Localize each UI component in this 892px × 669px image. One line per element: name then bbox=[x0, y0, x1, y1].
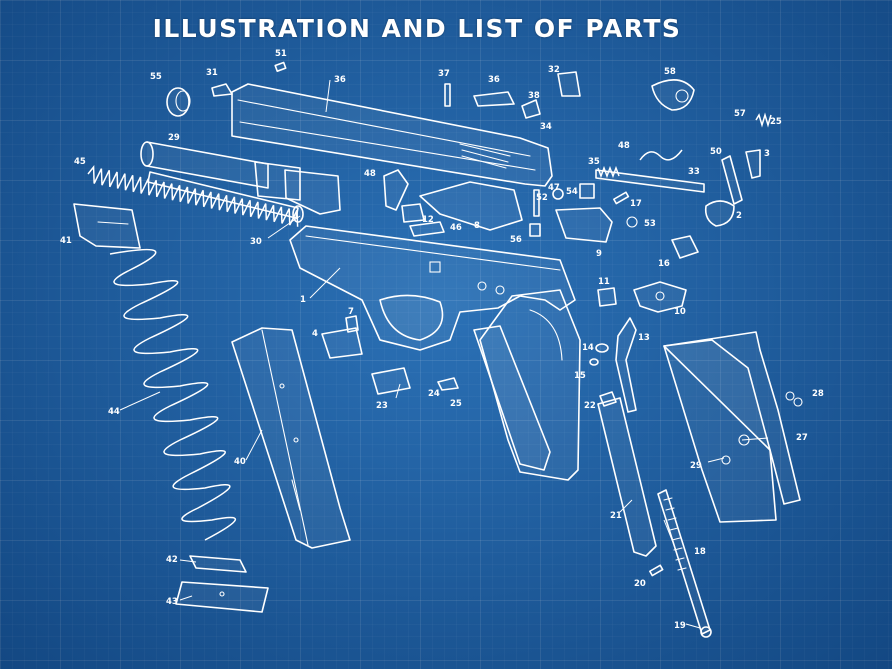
part-number-1: 1 bbox=[300, 295, 306, 305]
part-number-54: 54 bbox=[566, 187, 578, 197]
part-number-41: 41 bbox=[60, 236, 72, 246]
part-number-25-mid: 25 bbox=[450, 399, 462, 409]
part-labels: 36 51 31 55 29 45 30 41 37 36 38 34 32 5… bbox=[60, 49, 824, 631]
magazine-part bbox=[231, 327, 351, 549]
part-number-55: 55 bbox=[150, 72, 162, 82]
part-number-2: 2 bbox=[736, 211, 742, 221]
leader-lines bbox=[119, 79, 769, 629]
part-number-3: 3 bbox=[764, 149, 770, 159]
part-number-23: 23 bbox=[376, 401, 388, 411]
part-number-36-b: 36 bbox=[488, 75, 500, 85]
part-number-4: 4 bbox=[312, 329, 318, 339]
grip-frame-part bbox=[473, 289, 581, 481]
part-number-34: 34 bbox=[540, 122, 552, 132]
part-number-30: 30 bbox=[250, 237, 262, 247]
part-number-11: 11 bbox=[598, 277, 610, 287]
part-number-47: 47 bbox=[548, 183, 560, 193]
part-number-53: 53 bbox=[644, 219, 656, 229]
part-number-15: 15 bbox=[574, 371, 586, 381]
part-number-38: 38 bbox=[528, 91, 540, 101]
diagram-title: ILLUSTRATION AND LIST OF PARTS bbox=[152, 14, 682, 43]
hammer-strut-part bbox=[657, 489, 712, 638]
guide-rod-part bbox=[147, 171, 304, 223]
part-number-56: 56 bbox=[510, 235, 522, 245]
frame-part bbox=[289, 225, 576, 351]
part-number-43: 43 bbox=[166, 597, 178, 607]
part-number-29-right: 29 bbox=[690, 461, 702, 471]
follower-part bbox=[73, 203, 141, 249]
part-number-18: 18 bbox=[694, 547, 706, 557]
part-number-28: 28 bbox=[812, 389, 824, 399]
part-number-10: 10 bbox=[674, 307, 686, 317]
part-number-48-mid: 48 bbox=[364, 169, 376, 179]
mainspring-part bbox=[597, 317, 657, 557]
part-number-13: 13 bbox=[638, 333, 650, 343]
part-number-45: 45 bbox=[74, 157, 86, 167]
part-number-12: 12 bbox=[422, 215, 434, 225]
part-number-44: 44 bbox=[108, 407, 120, 417]
part-number-24: 24 bbox=[428, 389, 440, 399]
part-number-37: 37 bbox=[438, 69, 450, 79]
part-number-21: 21 bbox=[610, 511, 622, 521]
part-number-50: 50 bbox=[710, 147, 722, 157]
part-number-51: 51 bbox=[275, 49, 287, 59]
part-number-27: 27 bbox=[796, 433, 808, 443]
part-number-19: 19 bbox=[674, 621, 686, 631]
part-number-8: 8 bbox=[474, 221, 480, 231]
part-number-20: 20 bbox=[634, 579, 646, 589]
part-number-46: 46 bbox=[450, 223, 462, 233]
recoil-spring-part bbox=[87, 164, 299, 227]
part-number-7: 7 bbox=[348, 307, 354, 317]
part-number-48-top: 48 bbox=[618, 141, 630, 151]
floorplate-part bbox=[175, 555, 269, 613]
part-number-31: 31 bbox=[206, 68, 218, 78]
grip-panel-part bbox=[663, 331, 801, 523]
part-number-35: 35 bbox=[588, 157, 600, 167]
part-number-40: 40 bbox=[234, 457, 246, 467]
part-number-32: 32 bbox=[548, 65, 560, 75]
part-number-25-top: 25 bbox=[770, 117, 782, 127]
slide-part bbox=[231, 83, 553, 187]
part-number-29-top: 29 bbox=[168, 133, 180, 143]
part-number-9: 9 bbox=[596, 249, 602, 259]
part-number-14: 14 bbox=[582, 343, 594, 353]
part-number-36: 36 bbox=[334, 75, 346, 85]
part-number-42: 42 bbox=[166, 555, 178, 565]
part-number-58: 58 bbox=[664, 67, 676, 77]
part-number-57: 57 bbox=[734, 109, 746, 119]
magazine-spring-part bbox=[109, 248, 236, 541]
part-number-17: 17 bbox=[630, 199, 642, 209]
part-number-33: 33 bbox=[688, 167, 700, 177]
part-number-16: 16 bbox=[658, 259, 670, 269]
part-number-52: 52 bbox=[536, 193, 548, 203]
barrel-part bbox=[140, 141, 341, 215]
part-number-22: 22 bbox=[584, 401, 596, 411]
small-parts bbox=[166, 61, 803, 577]
